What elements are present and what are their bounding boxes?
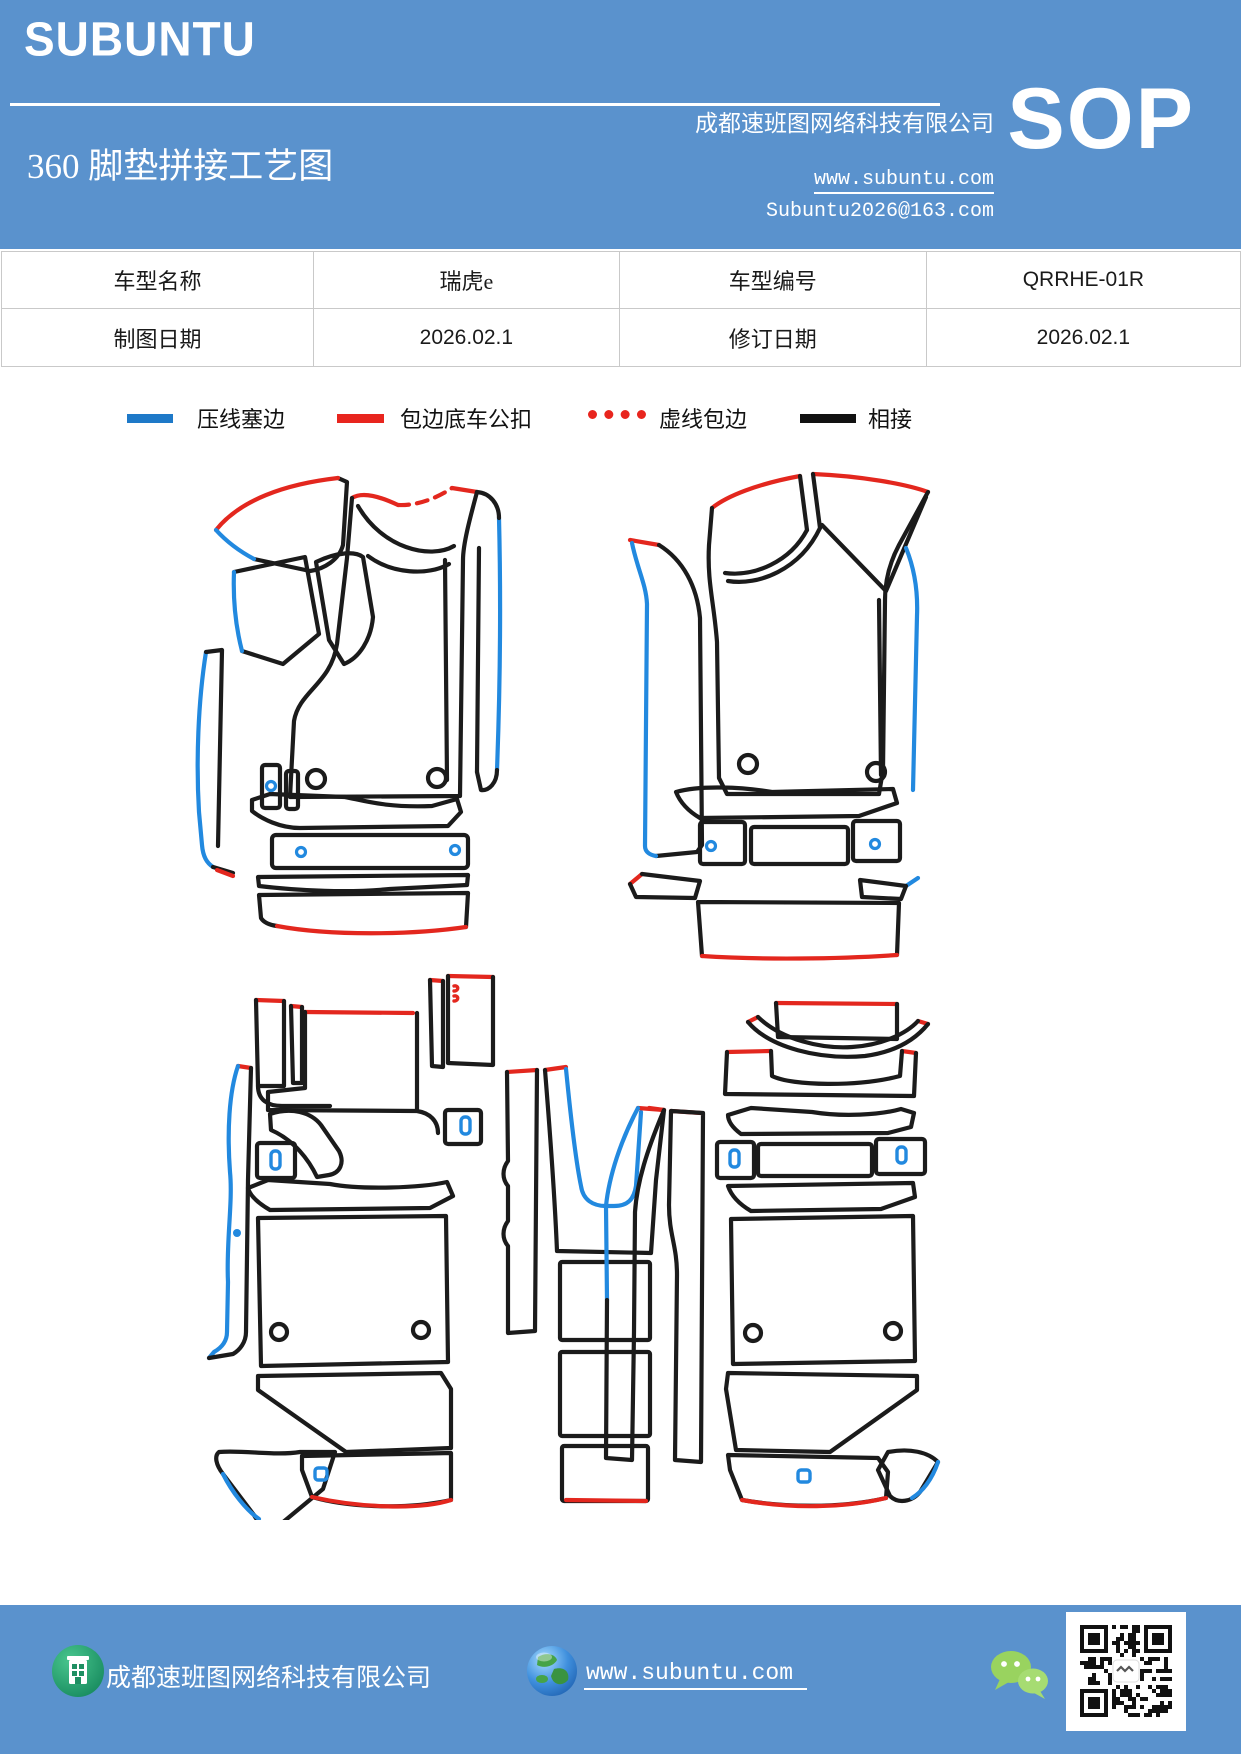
brand-logo: SUBUNTU	[24, 11, 256, 67]
table-cell-code-label: 车型编号	[619, 252, 927, 309]
header-email: Subuntu2026@163.com	[765, 200, 994, 223]
mat-diagram	[195, 471, 941, 1520]
legend-label-dashed: 虚线包边	[659, 407, 748, 432]
legend-swatch-blue	[127, 414, 173, 423]
mat-front-right	[627, 471, 931, 961]
header: SUBUNTU 360 脚垫拼接工艺图 成都速班图网络科技有限公司 www.su…	[0, 0, 1241, 249]
mat-center-pieces	[501, 1064, 667, 1504]
qr-code	[1066, 1612, 1186, 1731]
sop-badge: SOP	[1007, 71, 1195, 167]
legend-label-blue: 压线塞边	[197, 407, 286, 432]
footer: 成都速班图网络科技有限公司 www.subuntu.com	[0, 1605, 1241, 1754]
mat-front-left	[195, 475, 503, 936]
building-icon	[52, 1645, 104, 1697]
footer-company-name: 成都速班图网络科技有限公司	[106, 1665, 432, 1692]
vehicle-info-table: 车型名称 瑞虎e 车型编号 QRRHE-01R 制图日期 2026.02.1 修…	[1, 251, 1241, 367]
table-cell-model-value: 瑞虎e	[313, 252, 620, 309]
table-cell-code-value: QRRHE-01R	[926, 252, 1240, 309]
table-cell-drawdate-label: 制图日期	[2, 309, 314, 366]
legend-swatch-dashed-red	[588, 410, 646, 419]
legend-label-black: 相接	[868, 407, 913, 432]
table-cell-model-label: 车型名称	[2, 252, 314, 309]
footer-website-link[interactable]: www.subuntu.com	[584, 1660, 808, 1690]
mat-rear-left	[206, 973, 496, 1520]
legend-swatch-black	[800, 414, 856, 423]
legend-label-red: 包边底车公扣	[400, 407, 533, 432]
header-divider	[10, 103, 940, 106]
header-company-name: 成都速班图网络科技有限公司	[695, 111, 994, 136]
table-cell-drawdate-value: 2026.02.1	[313, 309, 620, 366]
table-cell-revdate-label: 修订日期	[619, 309, 927, 366]
header-website-link[interactable]: www.subuntu.com	[813, 168, 994, 194]
wechat-icon	[991, 1651, 1048, 1699]
table-cell-revdate-value: 2026.02.1	[926, 309, 1240, 366]
legend-swatch-red	[337, 414, 384, 423]
globe-icon	[527, 1646, 577, 1696]
mat-rear-right	[603, 1000, 941, 1509]
page-title: 360 脚垫拼接工艺图	[27, 147, 334, 186]
